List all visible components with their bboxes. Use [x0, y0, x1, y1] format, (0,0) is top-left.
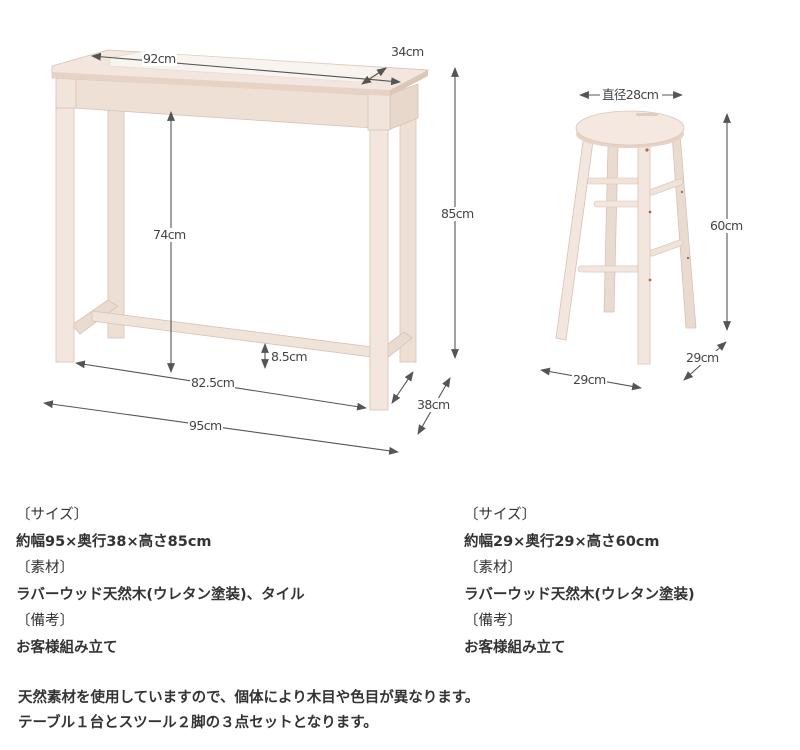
- stool-depth-label: 29cm: [685, 350, 720, 365]
- table-material-heading: 〔素材〕: [16, 560, 74, 576]
- table-top-width-label: 92cm: [142, 51, 177, 66]
- stool-notes-value: お客様組み立て: [464, 639, 566, 656]
- table-stretcher-height-label: 8.5cm: [271, 349, 308, 364]
- stool-notes-heading: 〔備考〕: [464, 613, 522, 629]
- table-inner-height-label: 74cm: [152, 227, 187, 242]
- stool-width-label: 29cm: [572, 372, 607, 387]
- stool-material-value: ラバーウッド天然木(ウレタン塗装): [464, 586, 695, 603]
- stool-size-value: 約幅29×奥行29×高さ60cm: [464, 533, 660, 550]
- footer-note-natural-material: 天然素材を使用していますので、個体により木目や色目が異なります。: [18, 690, 480, 706]
- footer-note-set-contents: テーブル１台とスツール２脚の３点セットとなります。: [18, 715, 378, 731]
- stool-image: [555, 110, 697, 365]
- counter-table-image: [51, 49, 430, 411]
- stool-seat-diameter-label: 直径28cm: [601, 87, 660, 102]
- table-total-width-label: 95cm: [188, 418, 223, 433]
- table-notes-value: お客様組み立て: [16, 639, 118, 656]
- table-size-heading: 〔サイズ〕: [16, 507, 89, 523]
- table-total-depth-label: 38cm: [416, 397, 451, 412]
- table-size-value: 約幅95×奥行38×高さ85cm: [16, 533, 212, 550]
- stool-size-heading: 〔サイズ〕: [464, 507, 537, 523]
- table-material-value: ラバーウッド天然木(ウレタン塗装)、タイル: [16, 586, 305, 603]
- product-dimension-illustration: 92cm 34cm 74cm 85cm 8.5cm 82.5cm 95cm 38…: [43, 44, 744, 455]
- stool-height-label: 60cm: [709, 218, 744, 233]
- table-total-height-label: 85cm: [440, 206, 475, 221]
- stool-spec-block: 〔サイズ〕 約幅29×奥行29×高さ60cm 〔素材〕 ラバーウッド天然木(ウレ…: [464, 502, 695, 661]
- table-notes-heading: 〔備考〕: [16, 613, 74, 629]
- table-spec-block: 〔サイズ〕 約幅95×奥行38×高さ85cm 〔素材〕 ラバーウッド天然木(ウレ…: [16, 502, 305, 661]
- table-top-depth-label: 34cm: [391, 44, 424, 59]
- stool-material-heading: 〔素材〕: [464, 560, 522, 576]
- footer-notes: 天然素材を使用していますので、個体により木目や色目が異なります。 テーブル１台と…: [18, 686, 479, 736]
- table-inner-width-label: 82.5cm: [190, 375, 236, 390]
